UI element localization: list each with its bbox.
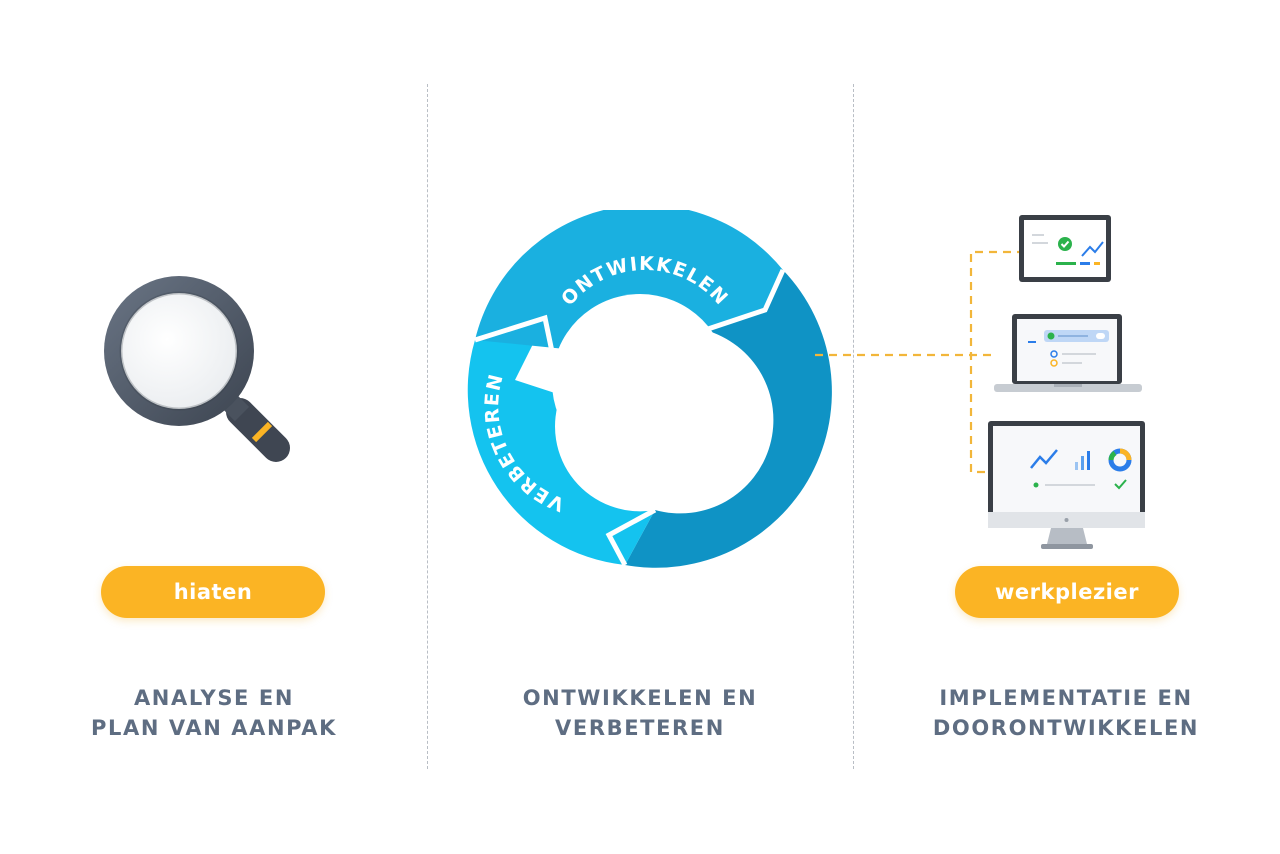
implementation-title-line2: DOORONTWIKKELEN	[932, 716, 1200, 740]
implementation-title-line1: IMPLEMENTATIE EN	[939, 686, 1193, 710]
development-title-line1: ONTWIKKELEN EN	[522, 686, 758, 710]
column-divider-left	[427, 84, 428, 769]
column-divider-right	[853, 84, 854, 769]
cycle-segment-testing	[625, 270, 832, 568]
development-cycle-ring: ONTWIKKELEN TESTEN VERBETEREN	[467, 210, 832, 568]
device-connector-lines	[815, 250, 1025, 474]
development-title-line2: VERBETEREN	[555, 716, 725, 740]
tablet-icon	[1019, 215, 1111, 282]
analysis-title: ANALYSE EN PLAN VAN AANPAK	[34, 683, 394, 743]
laptop-icon	[994, 314, 1142, 392]
analysis-title-line2: PLAN VAN AANPAK	[91, 716, 337, 740]
desktop-monitor-icon	[988, 421, 1145, 549]
gaps-badge: hiaten	[101, 566, 325, 618]
analysis-title-line1: ANALYSE EN	[133, 686, 295, 710]
implementation-title: IMPLEMENTATIE EN DOORONTWIKKELEN	[886, 683, 1246, 743]
cycle-segment-improving	[467, 320, 655, 565]
magnifying-glass-icon	[104, 276, 290, 462]
work-pleasure-badge: werkplezier	[955, 566, 1179, 618]
development-title: ONTWIKKELEN EN VERBETEREN	[460, 683, 820, 743]
